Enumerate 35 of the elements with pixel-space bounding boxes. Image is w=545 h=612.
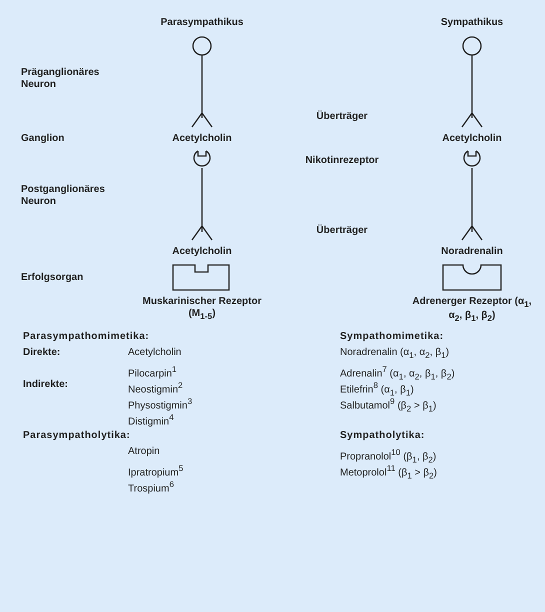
transmitter-label: Überträger <box>316 111 368 123</box>
substance-label: Noradrenalin <box>441 246 503 258</box>
receptor-label: Adrenerger Rezeptor (α$_{1}$, α$_{2}$, β$_{1}$, β$_{2}$) <box>411 296 533 324</box>
drug-name: Pilocarpin$^{1}$ <box>128 363 177 380</box>
drug-name: Neostigmin$^{2}$ <box>128 379 183 396</box>
drug-name: Ipratropium$^{5}$ <box>128 462 184 480</box>
group-heading: Parasympathomimetika: <box>23 331 150 343</box>
group-heading: Sympatholytika: <box>340 430 425 442</box>
receptor-label: Nikotinrezeptor <box>305 155 379 167</box>
transmitter-label: Überträger <box>316 225 368 237</box>
drug-name: Distigmin$^{4}$ <box>128 411 174 428</box>
substance-label: Acetylcholin <box>172 246 232 258</box>
drug-name: Acetylcholin <box>128 347 182 359</box>
drug-name: Physostigmin$^{3}$ <box>128 395 192 412</box>
drug-name: Propranolol$^{10}$ (β$_{1}$, β$_{2}$) <box>340 446 436 465</box>
drug-name: Trospium$^{6}$ <box>128 478 174 496</box>
group-heading: Sympathomimetika: <box>340 331 444 343</box>
row-label: Direkte: <box>23 347 60 359</box>
column-heading: Sympathikus <box>440 17 504 29</box>
row-label: Postganglionäres Neuron <box>21 184 106 208</box>
drug-name: Noradrenalin (α$_{1}$, α$_{2}$, β$_{1}$) <box>340 347 450 361</box>
drug-name: Etilefrin$^{8}$ (α$_{1}$, β$_{1}$) <box>340 380 414 398</box>
drug-name: Atropin <box>128 446 160 458</box>
drug-name: Metoprolol$^{11}$ (β$_{1}$ > β$_{2}$) <box>340 462 438 482</box>
substance-label: Acetylcholin <box>442 133 502 145</box>
row-label: Ganglion <box>21 133 64 145</box>
row-label: Indirekte: <box>23 379 68 391</box>
drug-name: Adrenalin$^{7}$ (α$_{1}$, α$_{2}$, β$_{1}$, β$_{2}$) <box>340 363 455 382</box>
drug-name: Salbutamol$^{9}$ (β$_{2}$ > β$_{1}$) <box>340 396 436 414</box>
row-label: Erfolgsorgan <box>21 272 84 284</box>
column-heading: Parasympathikus <box>160 17 244 29</box>
substance-label: Acetylcholin <box>172 133 232 145</box>
group-heading: Parasympatholytika: <box>23 430 130 442</box>
receptor-label: Muskarinischer Rezeptor (M$_{1-5}$) <box>142 296 262 322</box>
row-label: Präganglionäres Neuron <box>21 67 100 91</box>
